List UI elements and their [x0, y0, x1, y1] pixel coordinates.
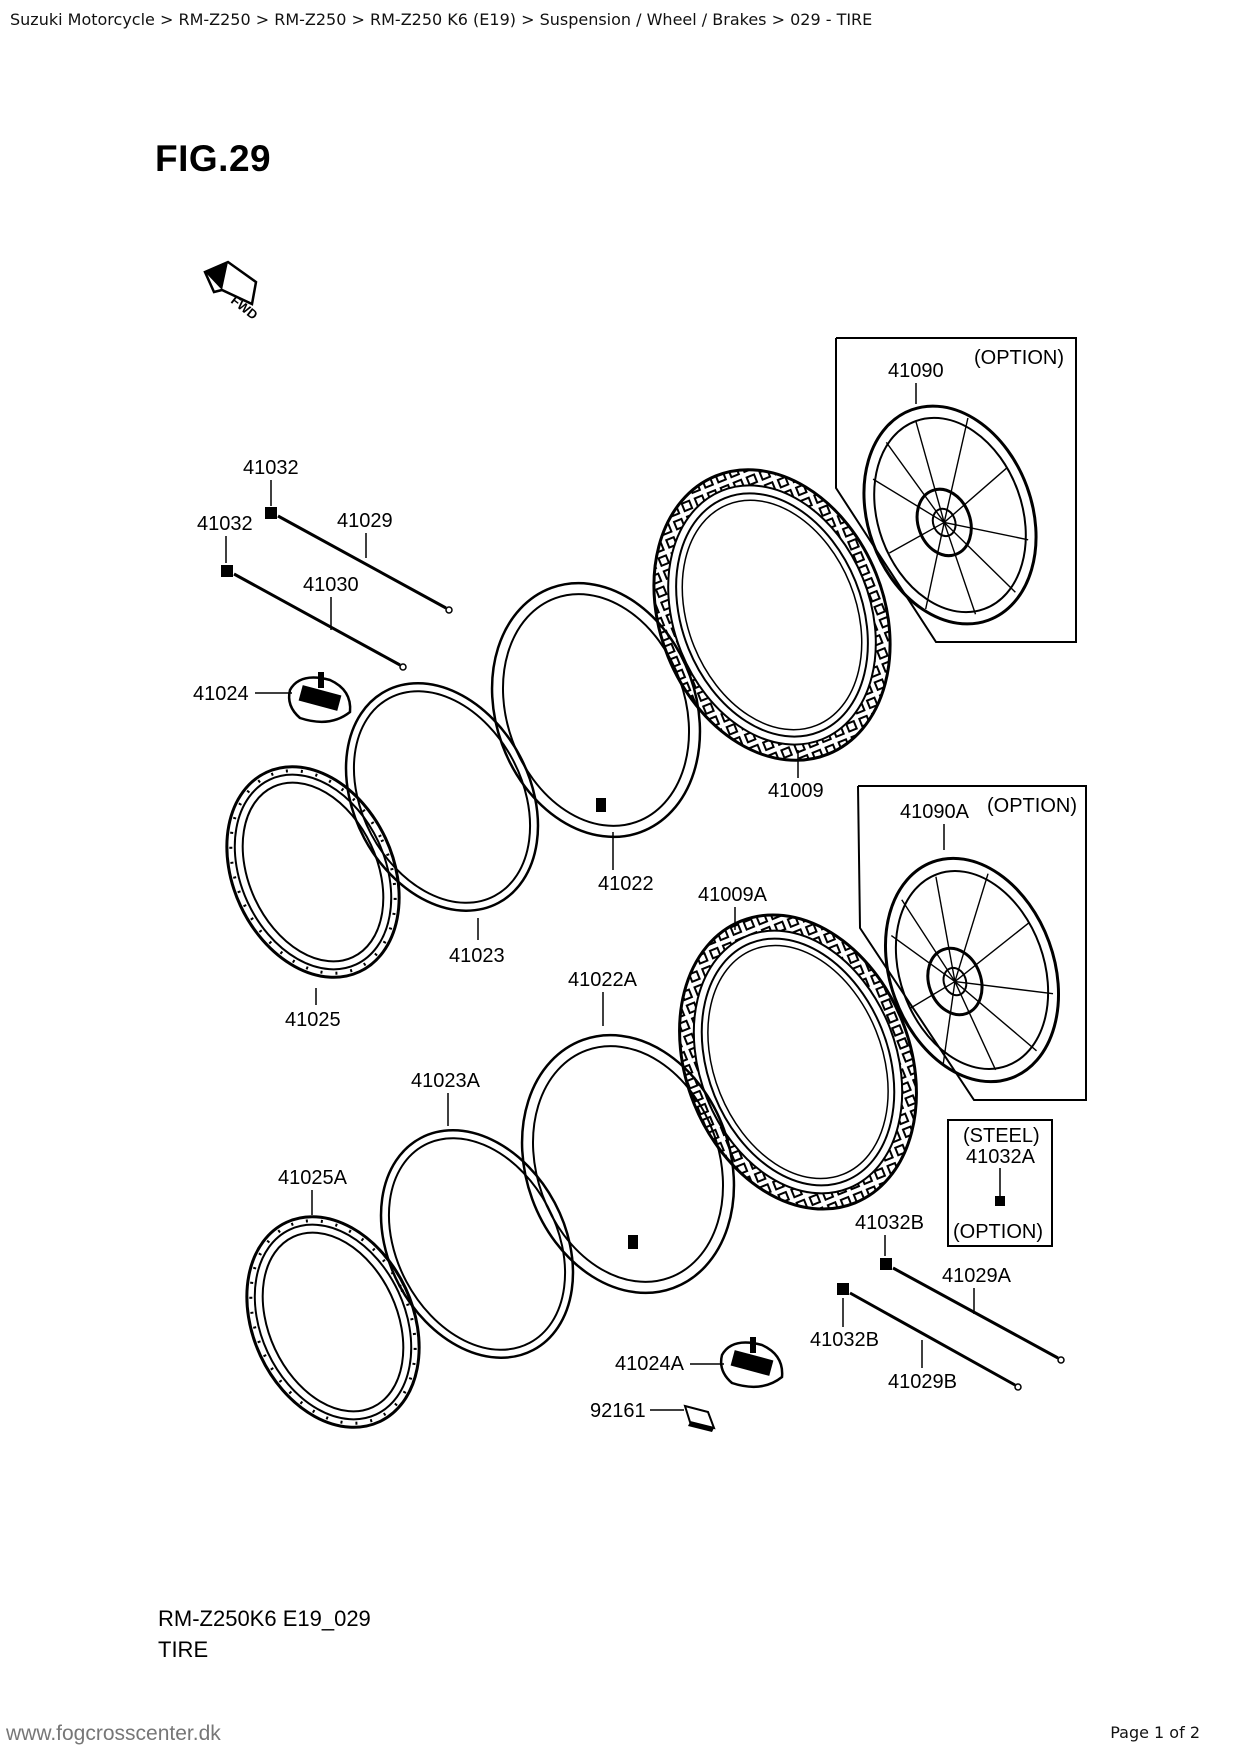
part-label-41032B-bottom: 41032B — [810, 1329, 879, 1351]
tube-41022 — [490, 581, 702, 839]
breadcrumb[interactable]: Suzuki Motorcycle > RM-Z250 > RM-Z250 > … — [10, 10, 873, 29]
page-number: Page 1 of 2 — [1110, 1723, 1200, 1742]
rim-lock-41024A — [719, 1337, 784, 1389]
wheel-41090 — [862, 404, 1038, 626]
steel-label: (STEEL) — [963, 1125, 1040, 1147]
option-label-bottom: (OPTION) — [987, 795, 1077, 817]
part-label-41032-top: 41032 — [243, 457, 299, 479]
fwd-arrow-icon: FWD — [203, 260, 261, 323]
weight-92161 — [683, 1404, 716, 1432]
part-label-41009A: 41009A — [698, 884, 768, 906]
tube-41022A — [520, 1033, 736, 1295]
rim-41025A — [245, 1215, 421, 1429]
part-label-41025A: 41025A — [278, 1167, 348, 1189]
part-label-41022A: 41022A — [568, 969, 638, 991]
diagram-caption: TIRE — [158, 1637, 209, 1662]
part-label-41029: 41029 — [337, 510, 393, 532]
tire-41009A — [678, 913, 918, 1211]
part-label-92161: 92161 — [590, 1400, 646, 1422]
part-label-41032B-top: 41032B — [855, 1212, 924, 1234]
option-box-bottom — [857, 785, 1087, 1101]
part-label-41025: 41025 — [285, 1009, 341, 1031]
tire-41009 — [652, 468, 892, 762]
part-label-41032-mid: 41032 — [197, 513, 253, 535]
rim-41025 — [225, 765, 401, 979]
part-label-41029A: 41029A — [942, 1265, 1012, 1287]
option-box-top — [835, 337, 1077, 643]
part-label-41023: 41023 — [449, 945, 505, 967]
wheel-41090A — [883, 856, 1061, 1084]
part-label-41024A: 41024A — [615, 1353, 685, 1375]
option-label-steel: (OPTION) — [953, 1221, 1043, 1243]
rim-band-41023 — [344, 682, 540, 912]
part-label-41023A: 41023A — [411, 1070, 481, 1092]
rim-lock-41024 — [287, 672, 352, 724]
part-label-41090A: 41090A — [900, 801, 970, 823]
diagram-code: RM-Z250K6 E19_029 — [158, 1606, 371, 1631]
figure-title: FIG.29 — [155, 138, 272, 179]
fwd-label: FWD — [228, 293, 261, 323]
part-label-41030: 41030 — [303, 574, 359, 596]
part-label-41032A: 41032A — [966, 1146, 1036, 1168]
part-label-41029B: 41029B — [888, 1371, 957, 1393]
part-label-41024: 41024 — [193, 683, 249, 705]
option-label-top: (OPTION) — [974, 347, 1064, 369]
part-label-41090: 41090 — [888, 360, 944, 382]
part-label-41022: 41022 — [598, 873, 654, 895]
part-label-41009: 41009 — [768, 780, 824, 802]
steel-option-box — [947, 1119, 1053, 1247]
footer-url[interactable]: www.fogcrosscenter.dk — [6, 1722, 221, 1745]
rim-band-41023A — [379, 1129, 575, 1359]
